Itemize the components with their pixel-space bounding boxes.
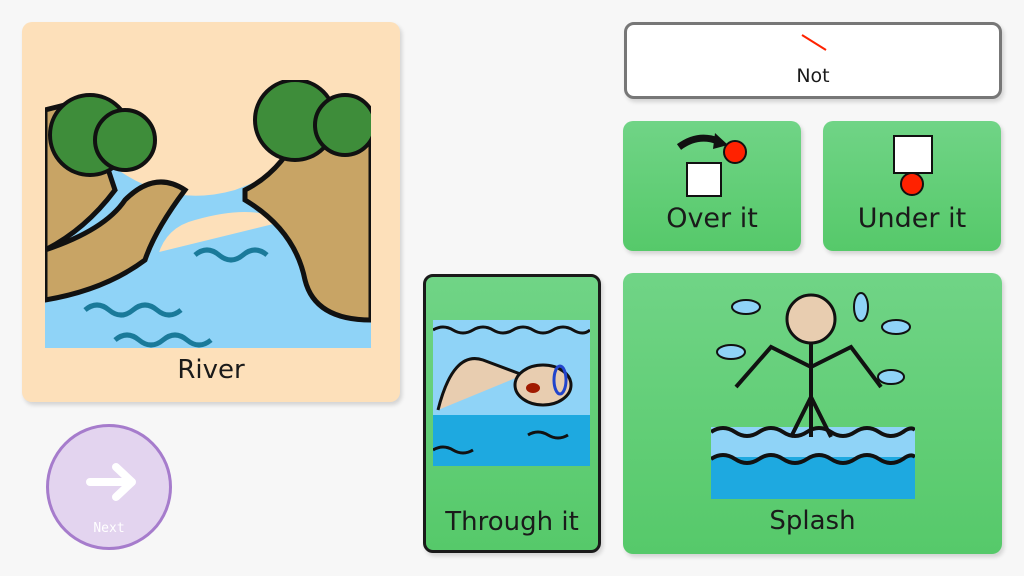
under-it-icon — [893, 135, 933, 196]
card-over-it[interactable]: Over it — [623, 121, 801, 251]
card-through-it[interactable]: Through it — [423, 274, 601, 553]
arrow-right-icon — [86, 463, 136, 501]
card-label: River — [177, 355, 245, 385]
not-slash-icon — [801, 34, 827, 51]
card-label: Through it — [445, 507, 579, 537]
card-label: Over it — [666, 203, 758, 234]
card-under-it[interactable]: Under it — [823, 121, 1001, 251]
card-label: Splash — [769, 506, 856, 536]
river-picture-icon — [45, 80, 371, 348]
card-not[interactable]: Not — [624, 22, 1002, 99]
card-river[interactable]: River — [22, 22, 400, 402]
next-label: Next — [93, 521, 125, 536]
card-label: Under it — [857, 203, 967, 234]
next-button[interactable]: Next — [46, 424, 172, 550]
splash-icon — [711, 292, 915, 499]
card-label: Not — [796, 65, 830, 87]
card-splash[interactable]: Splash — [623, 273, 1002, 554]
over-it-icon — [676, 133, 747, 197]
swimmer-icon — [433, 320, 590, 466]
